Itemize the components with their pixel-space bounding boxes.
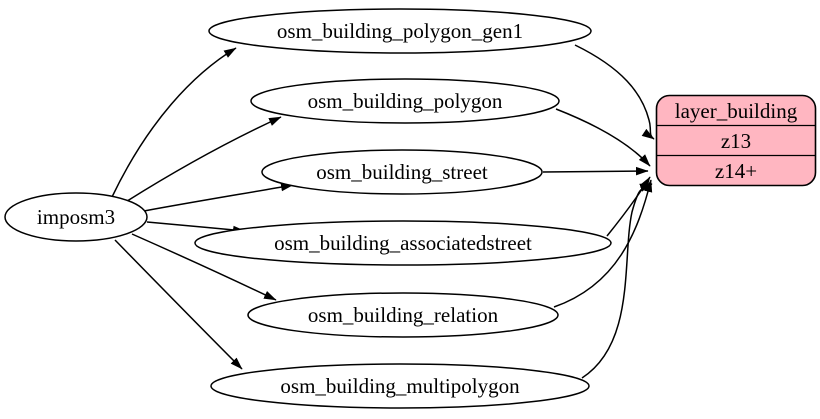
node-osm_building_street-shape — [261, 149, 543, 195]
edge-imposm3-to-osm_building_street — [143, 182, 294, 212]
node-osm_building_associatedstreet-label: osm_building_associatedstreet — [274, 231, 532, 255]
edge-osm_building_street-to-z14 — [542, 166, 649, 176]
node-layer_building: layer_building z13 z14+ — [655, 94, 817, 187]
node-osm_building_multipolygon-label: osm_building_multipolygon — [280, 374, 520, 398]
edge-imposm3-to-osm_building_associatedstreet — [146, 221, 246, 235]
node-osm_building_relation: osm_building_relation — [247, 292, 559, 338]
node-osm_building_polygon: osm_building_polygon — [250, 78, 560, 124]
node-layer_building-title: layer_building — [675, 99, 798, 123]
node-imposm3: imposm3 — [4, 192, 148, 242]
edge-osm_building_polygon-to-z14 — [555, 108, 651, 167]
node-imposm3-shape — [4, 192, 148, 242]
layer_building-row-z13: z13 — [721, 129, 751, 153]
node-osm_building_street: osm_building_street — [261, 149, 543, 195]
node-osm_building_relation-shape — [247, 292, 559, 338]
edge-imposm3-to-osm_building_multipolygon — [114, 239, 243, 370]
node-osm_building_polygon_gen1-shape — [208, 8, 592, 54]
node-osm_building_relation-label: osm_building_relation — [308, 303, 499, 327]
node-osm_building_multipolygon-shape — [210, 363, 590, 409]
node-osm_building_multipolygon: osm_building_multipolygon — [210, 363, 590, 409]
edge-osm_building_relation-to-z14 — [553, 179, 653, 308]
edge-osm_building_multipolygon-to-z14 — [581, 183, 653, 379]
node-osm_building_polygon_gen1: osm_building_polygon_gen1 — [208, 8, 592, 54]
edge-imposm3-to-osm_building_polygon — [123, 116, 282, 204]
layer_building-row-z14plus: z14+ — [715, 159, 757, 183]
node-layer_building-shape — [655, 94, 817, 187]
node-osm_building_associatedstreet: osm_building_associatedstreet — [194, 220, 612, 266]
node-osm_building_polygon_gen1-label: osm_building_polygon_gen1 — [277, 19, 523, 43]
edges-to-layer — [542, 44, 655, 379]
node-osm_building_polygon-label: osm_building_polygon — [308, 89, 503, 113]
node-osm_building_associatedstreet-shape — [194, 220, 612, 266]
node-imposm3-label: imposm3 — [37, 205, 115, 229]
node-osm_building_polygon-shape — [250, 78, 560, 124]
edge-osm_building_polygon_gen1-to-z13 — [574, 44, 655, 140]
edges-from-source — [111, 47, 294, 370]
node-osm_building_street-label: osm_building_street — [316, 160, 488, 184]
edge-imposm3-to-osm_building_polygon_gen1 — [111, 47, 237, 198]
edge-imposm3-to-osm_building_relation — [131, 233, 277, 301]
